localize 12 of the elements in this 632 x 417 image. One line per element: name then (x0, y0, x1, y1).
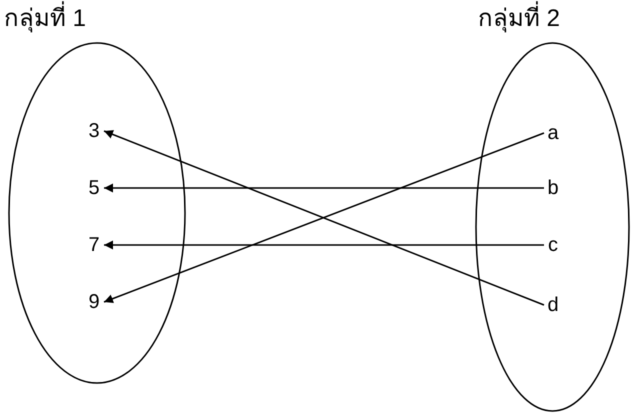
set-element: 5 (87, 176, 101, 201)
arrow (104, 240, 544, 250)
arrow (104, 184, 544, 192)
set-element: 9 (87, 290, 101, 315)
set-title: กลุ่มที่ 2 (478, 2, 560, 36)
set-element: d (546, 293, 560, 318)
set-element: 7 (87, 233, 101, 258)
set-element: 3 (87, 119, 101, 144)
set-element: b (546, 176, 560, 201)
set-element: a (546, 121, 560, 146)
set-element: c (547, 233, 559, 258)
set-title: กลุ่มที่ 1 (4, 2, 86, 36)
